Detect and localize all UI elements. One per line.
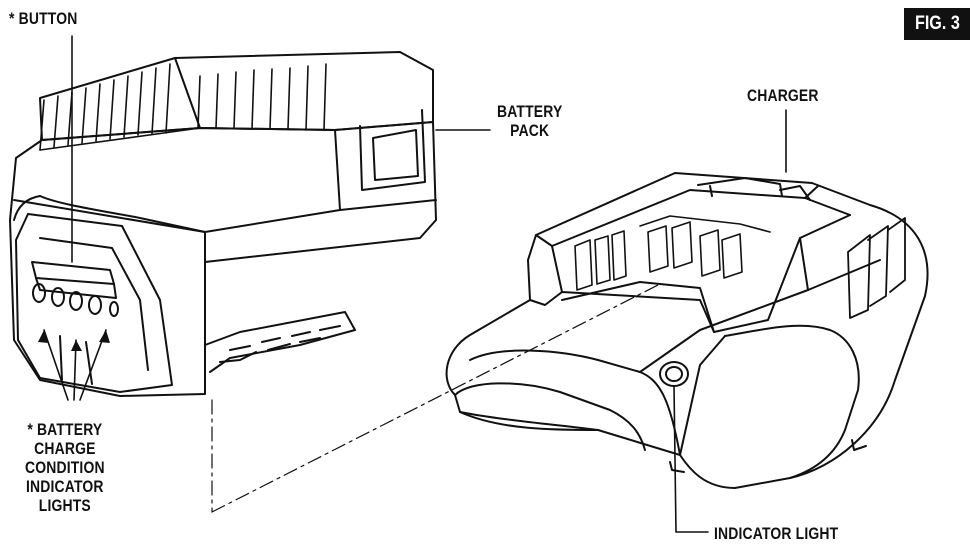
label-battery-pack-line2: PACK [510, 121, 550, 140]
charger-front-handle [469, 349, 681, 456]
label-indicator-lights-line4: INDICATOR [26, 477, 104, 496]
charger-outer-shell [445, 172, 929, 489]
charger-drawing [445, 172, 929, 489]
leader-arrowheads [38, 330, 110, 351]
battery-front-face [13, 199, 206, 263]
battery-pack-drawing [9, 51, 437, 397]
alignment-dash-lines [211, 283, 661, 513]
figure-tag: FIG. 3 [904, 8, 970, 40]
label-indicator-lights-line1: * BATTERY [27, 420, 103, 439]
charger-contact-terminals [574, 215, 771, 291]
battery-button-shape [31, 261, 115, 285]
leader-lines [43, 35, 787, 533]
label-battery-pack: BATTERY PACK [497, 102, 562, 140]
label-battery-pack-line1: BATTERY [497, 102, 563, 121]
label-indicator-lights-line5: LIGHTS [38, 496, 91, 515]
battery-front-grille [15, 213, 173, 393]
battery-body-shell [9, 121, 437, 397]
charger-top-opening [535, 185, 851, 247]
label-indicator-light: INDICATOR LIGHT [714, 524, 839, 543]
leader-indicator-light [673, 385, 709, 533]
battery-underside-rail [204, 311, 356, 373]
label-charger: CHARGER [747, 86, 819, 105]
battery-indicator-light-circles [32, 283, 119, 317]
label-button: * BUTTON [9, 9, 78, 28]
battery-cooling-fins [39, 63, 327, 151]
label-indicator-lights-line2: CHARGE [34, 439, 96, 458]
label-indicator-lights: * BATTERY CHARGE CONDITION INDICATOR LIG… [25, 420, 105, 515]
charger-vent-slots [847, 217, 906, 319]
charger-indicator-light-circle [659, 361, 689, 387]
label-indicator-lights-line3: CONDITION [25, 458, 105, 477]
